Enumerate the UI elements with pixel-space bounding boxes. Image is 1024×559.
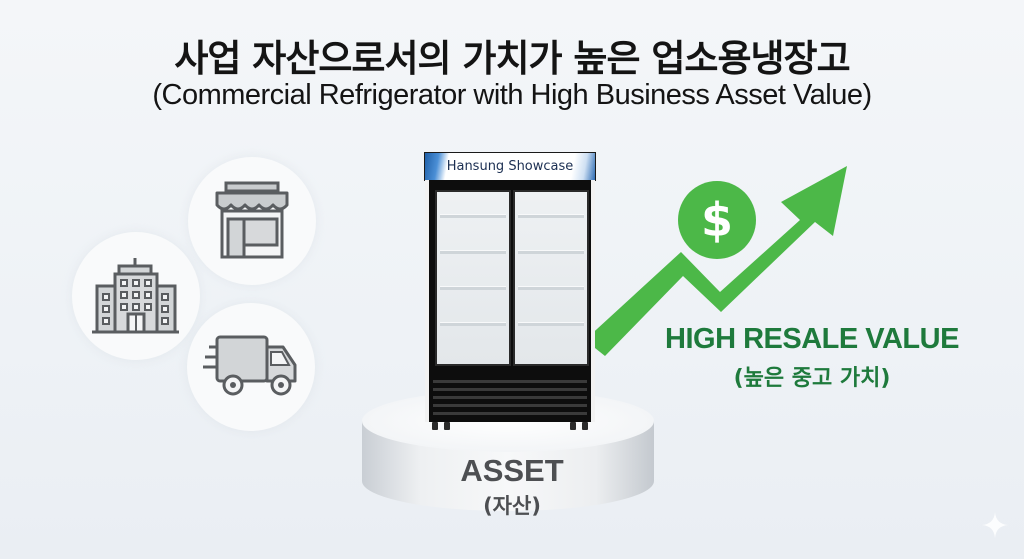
wheel xyxy=(570,422,576,430)
delivery-truck-icon xyxy=(203,335,297,396)
wheel xyxy=(432,422,438,430)
sparkle-icon xyxy=(982,512,1008,538)
fridge-body xyxy=(425,180,595,422)
store-icon xyxy=(215,181,289,259)
left-door xyxy=(435,190,511,366)
store-circle xyxy=(188,157,316,285)
office-circle xyxy=(72,232,200,360)
brand-name: Hansung Showcase xyxy=(446,159,574,174)
asset-label: ASSET xyxy=(460,453,564,488)
page-subtitle: (Commercial Refrigerator with High Busin… xyxy=(152,79,872,111)
page-title: 사업 자산으로서의 가치가 높은 업소용냉장고 xyxy=(174,37,850,80)
office-building-icon xyxy=(92,258,179,334)
wheel xyxy=(444,422,450,430)
resale-subtitle: (높은 중고 가치) xyxy=(733,366,891,391)
brand-sign: Hansung Showcase xyxy=(424,152,596,181)
asset-sublabel: (자산) xyxy=(483,494,541,518)
truck-circle xyxy=(187,303,315,431)
refrigerator: Hansung Showcase xyxy=(424,152,596,430)
trend-up-arrow xyxy=(585,166,847,356)
wheel xyxy=(582,422,588,430)
dollar-coin: $ xyxy=(678,181,756,259)
dollar-icon: $ xyxy=(700,193,733,247)
resale-title: HIGH RESALE VALUE xyxy=(665,323,959,355)
right-door xyxy=(513,190,589,366)
